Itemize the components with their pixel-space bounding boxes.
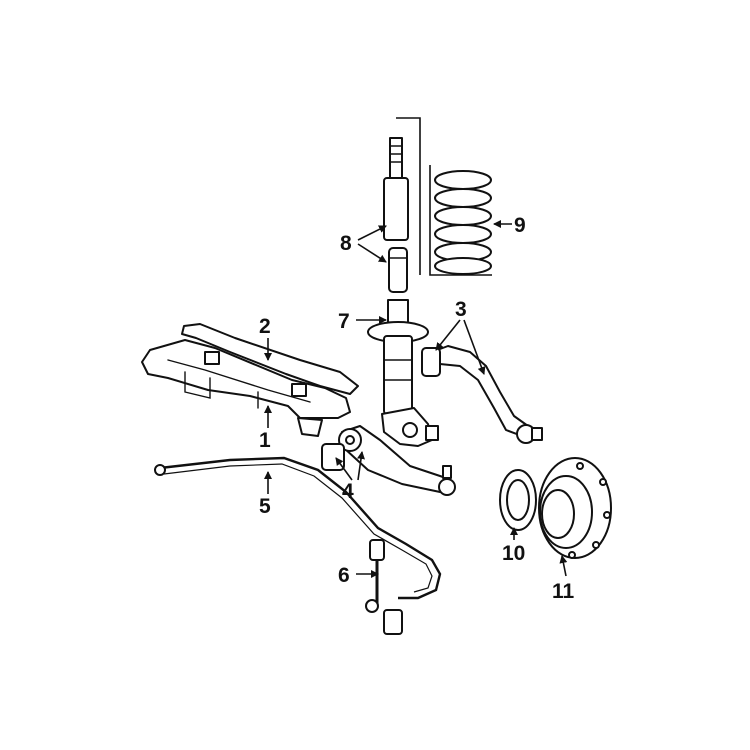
callout-4: 4 bbox=[342, 480, 354, 503]
callout-9: 9 bbox=[514, 214, 526, 237]
callout-2: 2 bbox=[259, 315, 271, 338]
stabilizer-link bbox=[365, 539, 403, 635]
lower-control-arm bbox=[321, 425, 456, 496]
bump-stop bbox=[388, 247, 408, 293]
wheel-hub bbox=[538, 457, 612, 559]
callout-3: 3 bbox=[455, 298, 467, 321]
callout-11: 11 bbox=[552, 580, 575, 603]
callout-leaders bbox=[264, 220, 568, 578]
callout-8: 8 bbox=[340, 232, 352, 255]
strut-assembly bbox=[367, 299, 429, 415]
shock-absorber-upper bbox=[383, 117, 421, 275]
upper-control-arm bbox=[421, 345, 543, 444]
grease-seal bbox=[499, 469, 537, 531]
subframe bbox=[141, 339, 351, 437]
callout-1: 1 bbox=[259, 429, 271, 452]
callout-labels: 1 2 3 4 5 6 7 8 9 10 11 bbox=[259, 214, 575, 603]
callout-7: 7 bbox=[338, 310, 350, 333]
coil-spring bbox=[429, 165, 492, 276]
callout-10: 10 bbox=[502, 542, 525, 565]
callout-5: 5 bbox=[259, 495, 271, 518]
stabilizer-bar bbox=[154, 456, 442, 600]
callout-6: 6 bbox=[338, 564, 350, 587]
steering-knuckle bbox=[381, 407, 439, 447]
